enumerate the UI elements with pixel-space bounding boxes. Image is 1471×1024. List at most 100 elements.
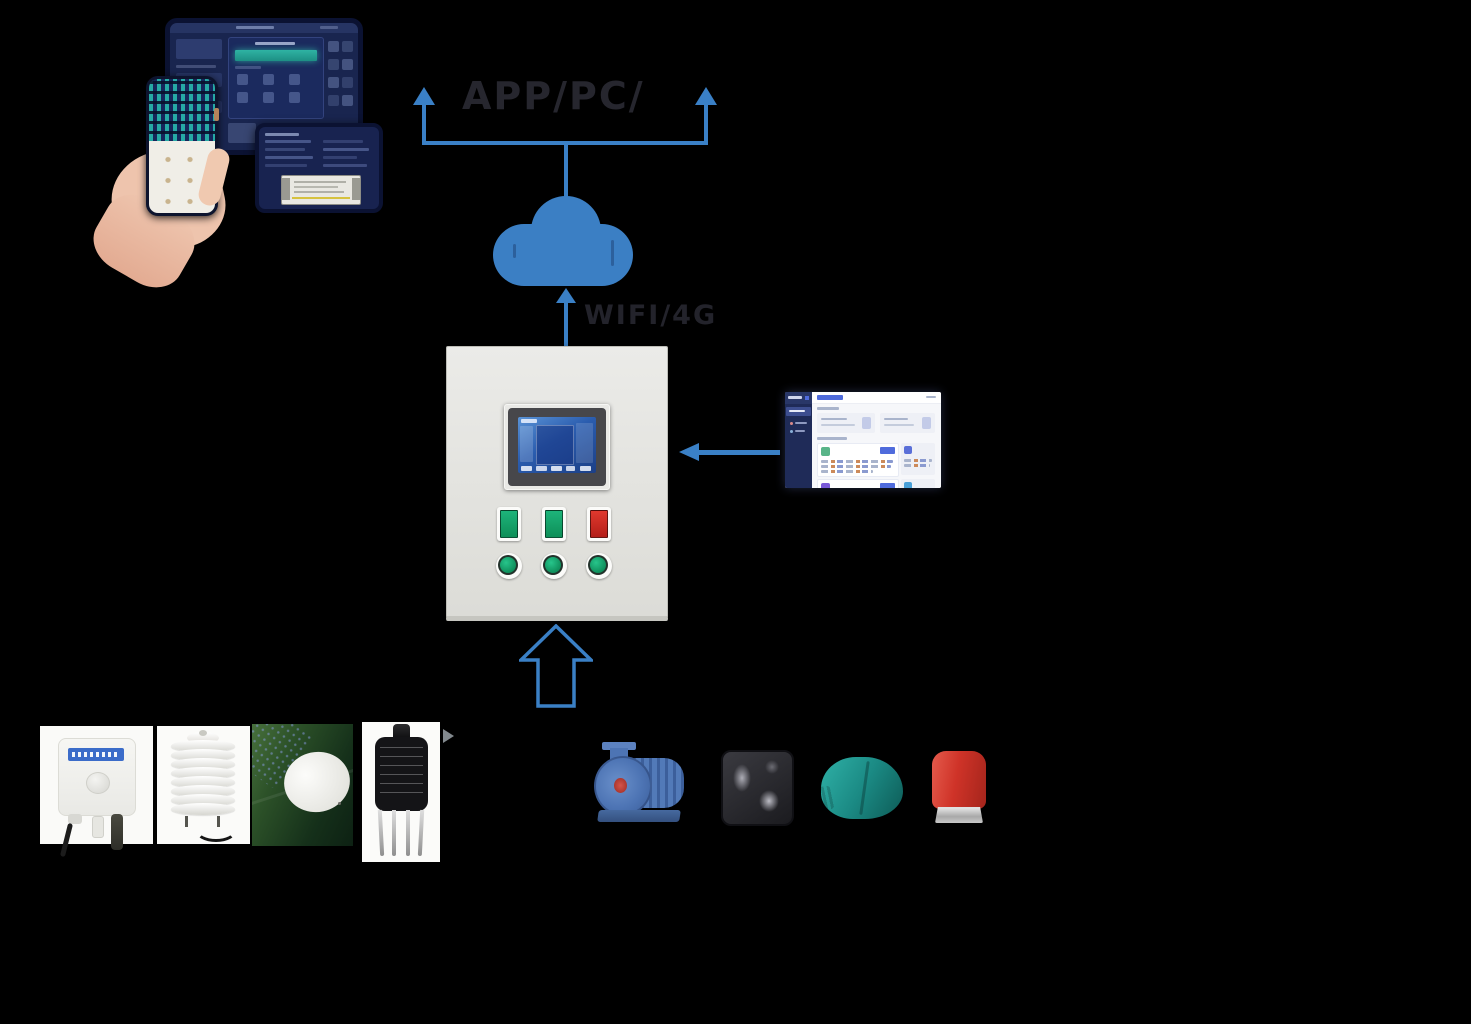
- card-text-row: [821, 470, 873, 473]
- shield-cable: [195, 818, 237, 842]
- card-text-row: [821, 460, 893, 463]
- content-card: [817, 443, 899, 477]
- card-text-row: [904, 464, 930, 467]
- cloud-shade-mark: [513, 244, 516, 258]
- arrow-left-to-cabinet: [679, 443, 699, 461]
- app-pc-label: APP/PC/: [462, 74, 645, 118]
- software-body: [812, 404, 941, 488]
- brass-connector: [808, 784, 836, 814]
- sidebar-item-dash: [795, 422, 807, 424]
- stop-button: [587, 507, 611, 541]
- sidebar-item-dot: [790, 430, 793, 433]
- arrow-up-to-devices: [413, 87, 435, 105]
- tablet-right-tile: [342, 41, 353, 52]
- arrow-up-to-pc: [695, 87, 717, 105]
- probe-white: [92, 816, 104, 838]
- phone-side-button: [214, 108, 219, 121]
- tablet-center-tile: [237, 74, 248, 85]
- hmi-title-dash: [521, 419, 537, 423]
- content-card: [901, 443, 935, 475]
- metal-base: [935, 807, 983, 823]
- hmi-display: [504, 404, 610, 490]
- stat-card: [817, 413, 875, 433]
- shield-pin: [185, 816, 188, 827]
- section-label: [817, 407, 839, 410]
- tablet-center-panel: [228, 37, 324, 119]
- cloud-icon: [493, 196, 633, 288]
- report-white-card: [281, 175, 361, 205]
- sensor-label-text: [72, 752, 120, 757]
- probe-prong: [377, 809, 385, 857]
- pump-hub-red: [614, 778, 627, 793]
- tablet-left-card: [176, 39, 222, 59]
- module-icon-green: [821, 447, 830, 456]
- client-devices-group: [0, 0, 460, 299]
- hmi-screen: [518, 417, 596, 473]
- panel-uplink-line: [564, 302, 568, 346]
- module-icon-blue: [904, 446, 912, 454]
- document-icon: [922, 417, 931, 429]
- lamp-green: [590, 557, 606, 573]
- card-text-row: [904, 459, 932, 462]
- content-card: [901, 479, 935, 488]
- tablet-right-tile: [328, 77, 339, 88]
- hmi-main-window: [536, 425, 574, 465]
- header-breadcrumb-chip: [817, 395, 843, 400]
- sidebar-logo-square: [805, 396, 809, 400]
- metal-highlight: [733, 764, 751, 792]
- lamp-green: [545, 557, 561, 573]
- software-sidebar: [785, 392, 812, 488]
- sensor-label-strip: [68, 748, 124, 761]
- hmi-softkey: [551, 466, 562, 471]
- red-rocker: [590, 510, 608, 538]
- report-card-line: [294, 186, 338, 188]
- indicator-lamp-3: [586, 553, 612, 579]
- card-action-button: [880, 483, 895, 488]
- valve-actuator-image: [932, 751, 986, 823]
- report-card-cap: [352, 178, 360, 200]
- software-header: [812, 392, 941, 404]
- software-screenshot: [785, 392, 941, 488]
- sensors-right-arrow: [443, 729, 454, 743]
- sensor-cable: [59, 822, 74, 858]
- leaf-wetness-sensor-image: [252, 724, 353, 846]
- card-text-row: [821, 465, 891, 468]
- wifi-4g-label: WIFI/4G: [584, 300, 718, 331]
- arrow-stem-right: [704, 103, 708, 143]
- cloud-shade-mark: [611, 240, 614, 266]
- indicator-lamp-2: [541, 553, 567, 579]
- report-row: [265, 140, 311, 143]
- probe-prong: [417, 809, 425, 857]
- tablet-topbar-dash: [320, 26, 338, 29]
- shield-fin: [171, 803, 235, 815]
- tablet-center-tile: [263, 74, 274, 85]
- tablet-bottom-card: [228, 123, 256, 143]
- booster-pump-image: [808, 755, 903, 823]
- metal-highlight: [765, 760, 779, 774]
- tablet-center-tile: [289, 74, 300, 85]
- report-card-cap: [282, 178, 290, 200]
- tablet-left-dash: [176, 65, 216, 68]
- hmi-bezel: [508, 408, 606, 486]
- tablet-right-tile: [342, 59, 353, 70]
- tablet-report-image: [255, 123, 383, 213]
- probe-prong: [392, 810, 396, 856]
- start-button-2: [542, 507, 566, 541]
- louver-weather-shield-image: [157, 726, 250, 844]
- tablet-right-tile: [328, 95, 339, 106]
- water-pump-image: [594, 742, 688, 828]
- report-row: [265, 156, 313, 159]
- arrow-up-outline: [519, 624, 593, 708]
- teal-body: [821, 757, 903, 819]
- report-row: [323, 148, 369, 151]
- probe-dark: [111, 814, 123, 850]
- shield-top-knob: [199, 730, 207, 736]
- report-row: [265, 148, 305, 151]
- hmi-right-column: [576, 423, 593, 463]
- indicator-lamp-1: [496, 553, 522, 579]
- module-icon-purple: [821, 483, 830, 488]
- stat-dash: [884, 418, 908, 420]
- report-row: [265, 133, 299, 136]
- section-label: [817, 437, 847, 440]
- tablet-center-tile: [289, 92, 300, 103]
